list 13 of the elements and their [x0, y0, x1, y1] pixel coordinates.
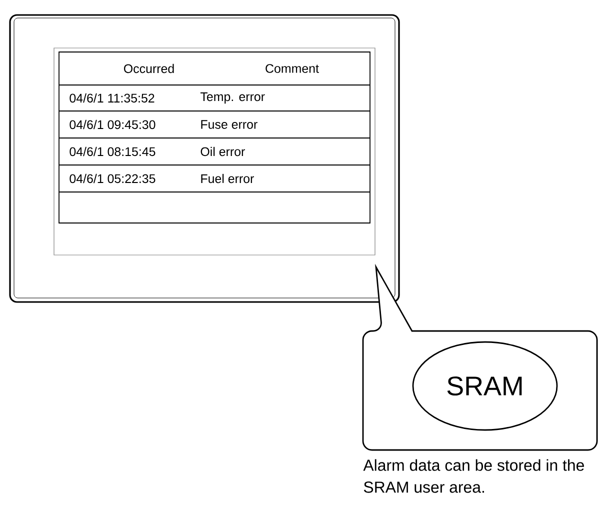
table-cell: 04/6/1 08:15:45 — [70, 146, 156, 156]
column-header: Comment — [266, 64, 319, 73]
table-cell: Oil error — [200, 146, 245, 156]
table-cell: Fuel error — [201, 174, 254, 184]
screen-frame — [9, 14, 400, 303]
column-header: Occurred — [124, 64, 174, 74]
callout-bubble — [362, 266, 598, 451]
table-cell: 04/6/1 09:45:30 — [70, 120, 156, 130]
table-cell: Temp. error — [200, 92, 265, 104]
table-cell: 04/6/1 05:22:35 — [70, 174, 156, 184]
table-cell: 04/6/1 11:35:52 — [70, 93, 154, 103]
table-cell: Fuse error — [201, 120, 258, 129]
note-text: Alarm data can be stored in the SRAM user area. — [363, 459, 584, 493]
